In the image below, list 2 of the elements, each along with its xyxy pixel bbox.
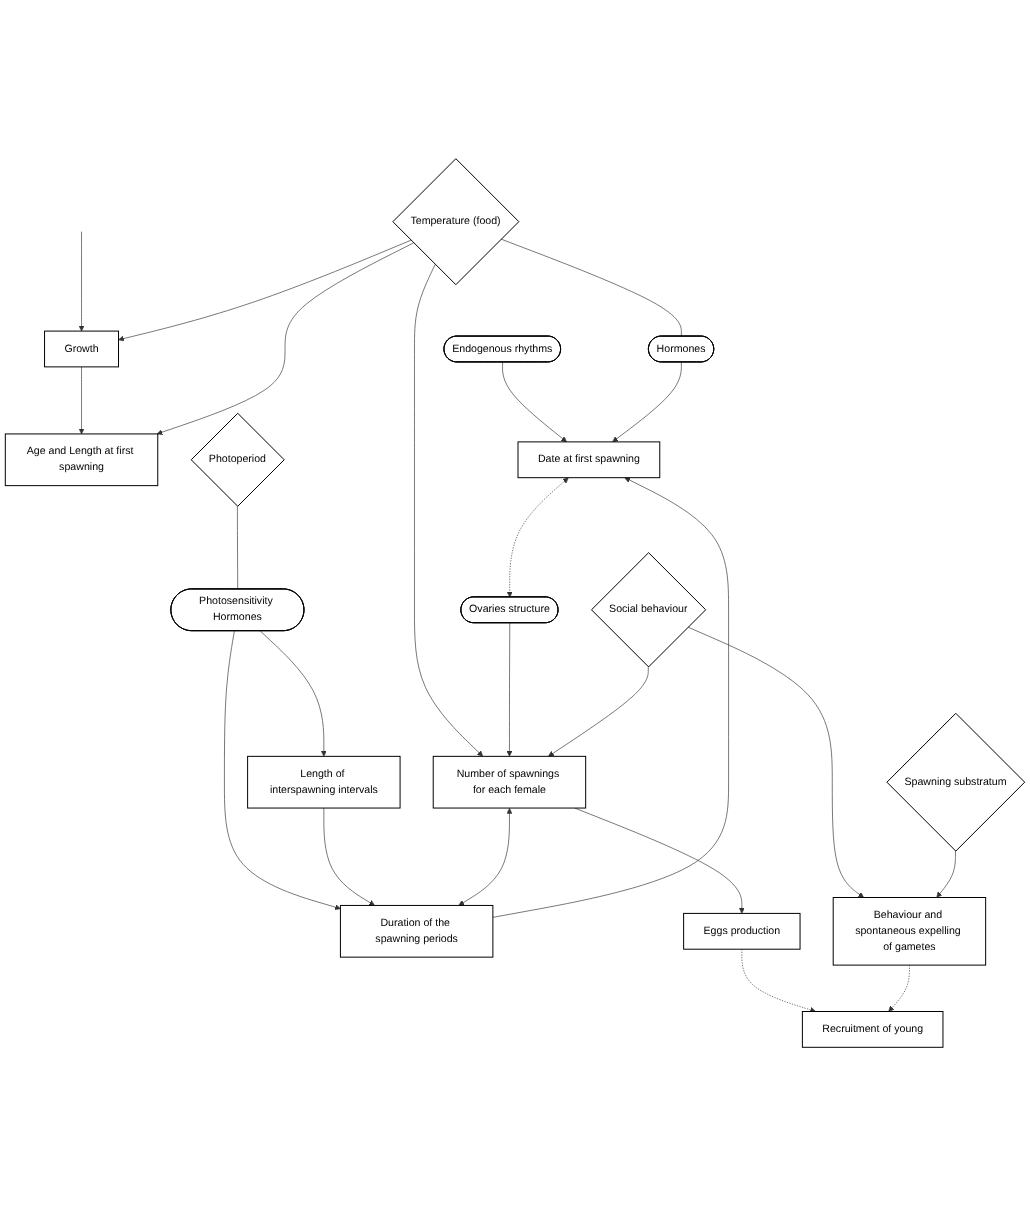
- arrow: [458, 808, 513, 906]
- arrow: [506, 477, 569, 598]
